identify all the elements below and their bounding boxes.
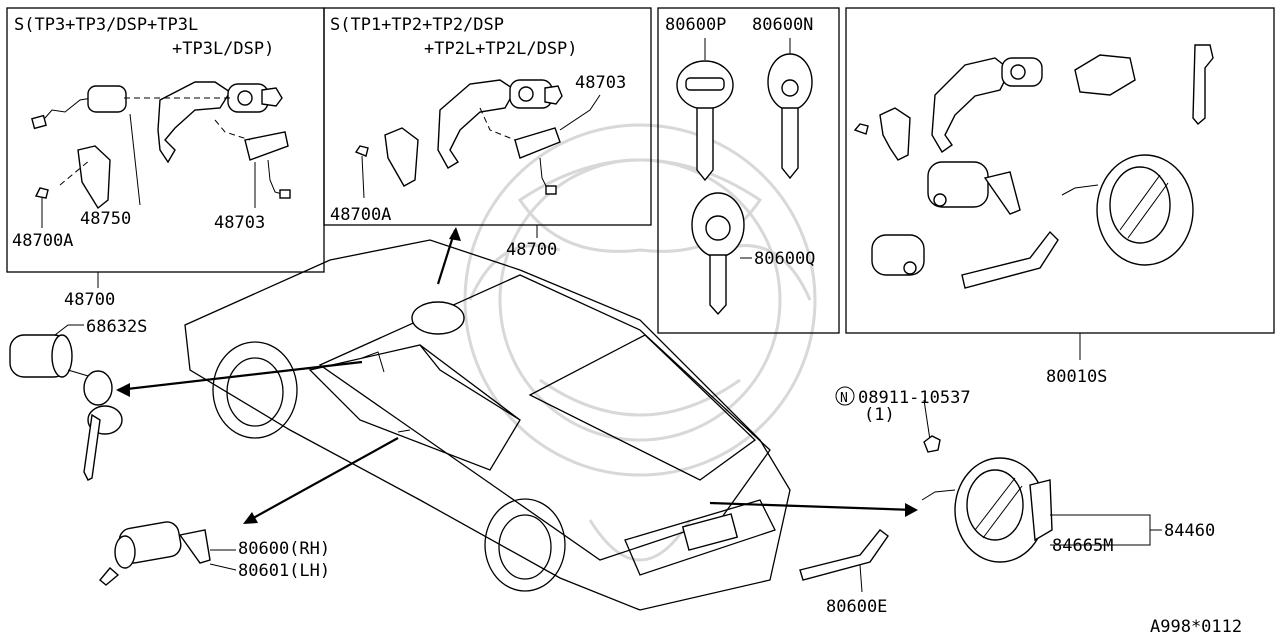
key-80600P: 80600P	[665, 15, 726, 35]
box2-header-line1: S(TP1+TP2+TP2/DSP	[330, 15, 504, 35]
ignition-assembly-drawing	[354, 79, 563, 199]
ignition-switch-drawing	[31, 81, 291, 228]
box1-ref-48700: 48700	[64, 290, 115, 310]
door-cylinder-drawing	[9, 334, 123, 481]
box2-header-line2: +TP2L+TP2L/DSP)	[424, 39, 578, 59]
box-tp3-set: S(TP3+TP3/DSP+TP3L +TP3L/DSP) 48750 4870…	[6, 7, 325, 273]
key-80600Q: 80600Q	[754, 249, 815, 269]
callout-80600E: 80600E	[826, 597, 887, 617]
key-drawings	[676, 38, 813, 316]
box-lock-set	[845, 7, 1275, 334]
callout-80601LH: 80601(LH)	[238, 561, 330, 581]
box1-part-48750: 48750	[80, 209, 131, 229]
diagram-footer-code: A998*0112	[1150, 617, 1242, 637]
callout-08911-10537: 08911-10537	[858, 388, 971, 408]
box1-header-line2: +TP3L/DSP)	[172, 39, 274, 59]
nut-symbol: N	[840, 391, 848, 406]
box-tp1-set: S(TP1+TP2+TP2/DSP +TP2L+TP2L/DSP) 48703 …	[323, 7, 652, 226]
callout-80600RH: 80600(RH)	[238, 539, 330, 559]
box2-ref-48700: 48700	[506, 240, 557, 260]
box1-header-line1: S(TP3+TP3/DSP+TP3L	[14, 15, 198, 35]
door-handle-drawing	[99, 521, 211, 586]
key-80600N: 80600N	[752, 15, 813, 35]
callout-qty: (1)	[864, 405, 895, 425]
box4-ref-80010S: 80010S	[1046, 367, 1107, 387]
box1-part-48700A: 48700A	[12, 231, 73, 251]
box1-part-48703: 48703	[214, 213, 265, 233]
box-keys: 80600P 80600N 80600Q	[657, 7, 840, 334]
callout-84460: 84460	[1164, 521, 1215, 541]
trunk-lock-drawing	[799, 435, 1053, 581]
callout-68632S: 68632S	[86, 317, 147, 337]
lock-set-drawings	[853, 44, 1214, 289]
watermark-emblem	[463, 123, 817, 562]
callout-arrows	[116, 227, 918, 524]
callout-84665M: 84665M	[1052, 536, 1113, 556]
nut-symbol-circle	[835, 386, 855, 406]
box2-part-48703: 48703	[575, 73, 626, 93]
box2-part-48700A: 48700A	[330, 205, 391, 225]
car-drawing	[184, 239, 791, 611]
